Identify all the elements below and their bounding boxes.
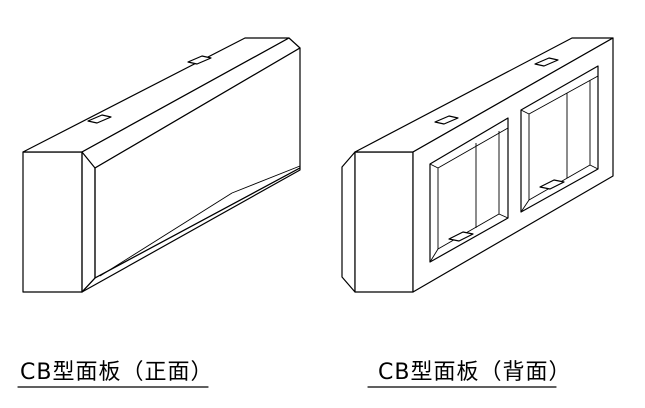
back-slot-2 — [434, 115, 459, 125]
back-slot-1 — [534, 57, 559, 67]
panel-front-drawing — [22, 37, 301, 293]
back-end-face — [341, 151, 356, 293]
caption-back: CB型面板（背面） — [378, 360, 571, 385]
back-slot-pocket-left — [448, 231, 474, 242]
back-slot-pocket-right — [539, 179, 565, 190]
back-pocket-left-inner — [437, 127, 509, 169]
front-slot-1 — [187, 55, 212, 65]
front-recess-line — [99, 192, 233, 277]
back-pocket-right-inner — [520, 109, 530, 213]
panel-back-drawing — [341, 37, 614, 293]
front-recess-line — [231, 165, 301, 194]
back-pocket-right-inner — [528, 75, 599, 115]
front-edge-line — [81, 277, 96, 293]
front-end-face — [22, 151, 83, 293]
caption-front: CB型面板（正面） — [20, 360, 213, 385]
back-pocket-left-inner — [429, 163, 439, 263]
front-slot-2 — [87, 114, 112, 124]
back-end-block — [354, 151, 414, 293]
